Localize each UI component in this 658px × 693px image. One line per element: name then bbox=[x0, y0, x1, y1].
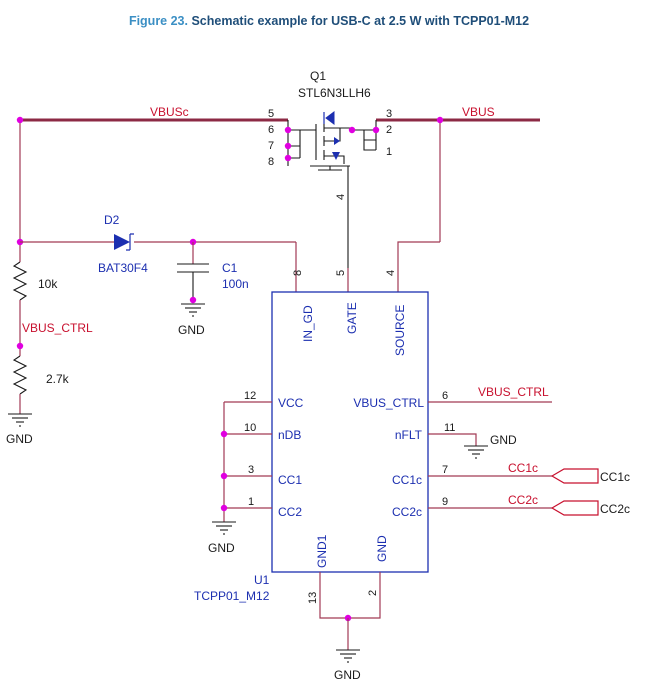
ic-pin-6-num: 6 bbox=[442, 390, 448, 402]
mosfet-q1: Q1 STL6N3LLH6 5 6 7 8 3 2 1 4 bbox=[268, 69, 392, 268]
port-cc2c-label: CC2c bbox=[600, 502, 630, 516]
ic-u1: IN_GD GATE SOURCE VCC nDB CC1 CC2 VBUS_C… bbox=[194, 291, 429, 603]
ground-label-nflt: GND bbox=[490, 433, 517, 447]
ic-pin-3-num: 3 bbox=[248, 464, 254, 476]
net-label-vbusc: VBUSc bbox=[150, 105, 189, 119]
mosfet-pin-4: 4 bbox=[335, 194, 347, 200]
ic-ref: U1 bbox=[254, 573, 270, 587]
mosfet-pin-5: 5 bbox=[268, 108, 274, 120]
ic-pin-9-num: 9 bbox=[442, 496, 448, 508]
resistor-10k-label: 10k bbox=[38, 277, 58, 291]
ground-symbol-left: GND bbox=[6, 413, 33, 446]
ic-body bbox=[271, 291, 429, 573]
ic-pin-cc1c: CC1c bbox=[392, 473, 422, 487]
mosfet-pin-1: 1 bbox=[386, 146, 392, 158]
mosfet-pin-2: 2 bbox=[386, 124, 392, 136]
ic-pin-4-num: 4 bbox=[385, 270, 397, 276]
ic-pin-source: SOURCE bbox=[393, 305, 407, 356]
mosfet-pin-3: 3 bbox=[386, 108, 392, 120]
ic-pin-12-num: 12 bbox=[244, 390, 256, 402]
mosfet-pin-6: 6 bbox=[268, 124, 274, 136]
resistor-2k7-label: 2.7k bbox=[46, 372, 70, 386]
ground-label-bottom: GND bbox=[334, 668, 361, 682]
capacitor-value: 100n bbox=[222, 277, 249, 291]
ic-pin-nflt: nFLT bbox=[395, 428, 423, 442]
ic-pin-13-num: 13 bbox=[307, 592, 319, 604]
mosfet-pin-8: 8 bbox=[268, 156, 274, 168]
ground-symbol-bottom: GND bbox=[334, 649, 361, 682]
port-cc1c: CC1c bbox=[550, 468, 630, 484]
resistor-10k: 10k bbox=[12, 261, 58, 301]
ground-label-ic-left: GND bbox=[208, 541, 235, 555]
ground-label-left: GND bbox=[6, 432, 33, 446]
mosfet-part: STL6N3LLH6 bbox=[298, 86, 371, 100]
net-label-vbus-ctrl-right: VBUS_CTRL bbox=[478, 385, 549, 399]
ground-symbol-cap: GND bbox=[178, 303, 205, 337]
ic-pin-5-num: 5 bbox=[335, 270, 347, 276]
ic-part: TCPP01_M12 bbox=[194, 589, 270, 603]
ic-pin-gate: GATE bbox=[345, 302, 359, 334]
mosfet-pin-7: 7 bbox=[268, 140, 274, 152]
ic-pin-in-gd: IN_GD bbox=[301, 305, 315, 342]
diode-ref: D2 bbox=[104, 213, 120, 227]
ic-pin-8-num: 8 bbox=[292, 270, 304, 276]
port-cc1c-label: CC1c bbox=[600, 470, 630, 484]
ic-pin-vcc: VCC bbox=[278, 396, 304, 410]
ground-symbol-nflt: GND bbox=[464, 433, 517, 459]
capacitor-ref: C1 bbox=[222, 261, 238, 275]
ic-pin-ndb: nDB bbox=[278, 428, 301, 442]
ic-pin-cc2c: CC2c bbox=[392, 505, 422, 519]
ic-pin-gnd1: GND1 bbox=[315, 534, 329, 568]
ic-pin-vbus-ctrl: VBUS_CTRL bbox=[353, 396, 424, 410]
ic-pin-7-num: 7 bbox=[442, 464, 448, 476]
ic-pin-11-num: 11 bbox=[444, 422, 455, 434]
ic-pin-cc2: CC2 bbox=[278, 505, 302, 519]
ic-pin-cc1: CC1 bbox=[278, 473, 302, 487]
port-cc2c: CC2c bbox=[550, 500, 630, 516]
diode-part: BAT30F4 bbox=[98, 261, 148, 275]
ic-pin-10-num: 10 bbox=[244, 422, 256, 434]
net-label-cc2c-wire: CC2c bbox=[508, 493, 538, 507]
net-label-cc1c-wire: CC1c bbox=[508, 461, 538, 475]
mosfet-ref: Q1 bbox=[310, 69, 326, 83]
figure-title: Schematic example for USB-C at 2.5 W wit… bbox=[191, 14, 530, 28]
ground-symbol-ic-left: GND bbox=[208, 521, 236, 555]
diode-d2: D2 BAT30F4 bbox=[98, 213, 148, 275]
ground-label-cap: GND bbox=[178, 323, 205, 337]
resistor-2k7: 2.7k bbox=[12, 355, 70, 395]
capacitor-c1: C1 100n bbox=[177, 242, 249, 300]
figure-caption: Figure 23. Schematic example for USB-C a… bbox=[0, 14, 658, 28]
figure-number: Figure 23. bbox=[128, 14, 188, 28]
ic-pin-2-num: 2 bbox=[367, 590, 379, 596]
ic-pin-gnd: GND bbox=[375, 535, 389, 562]
net-label-vbus: VBUS bbox=[462, 105, 495, 119]
net-label-vbus-ctrl-left: VBUS_CTRL bbox=[22, 321, 93, 335]
ic-pin-1-num: 1 bbox=[248, 496, 254, 508]
